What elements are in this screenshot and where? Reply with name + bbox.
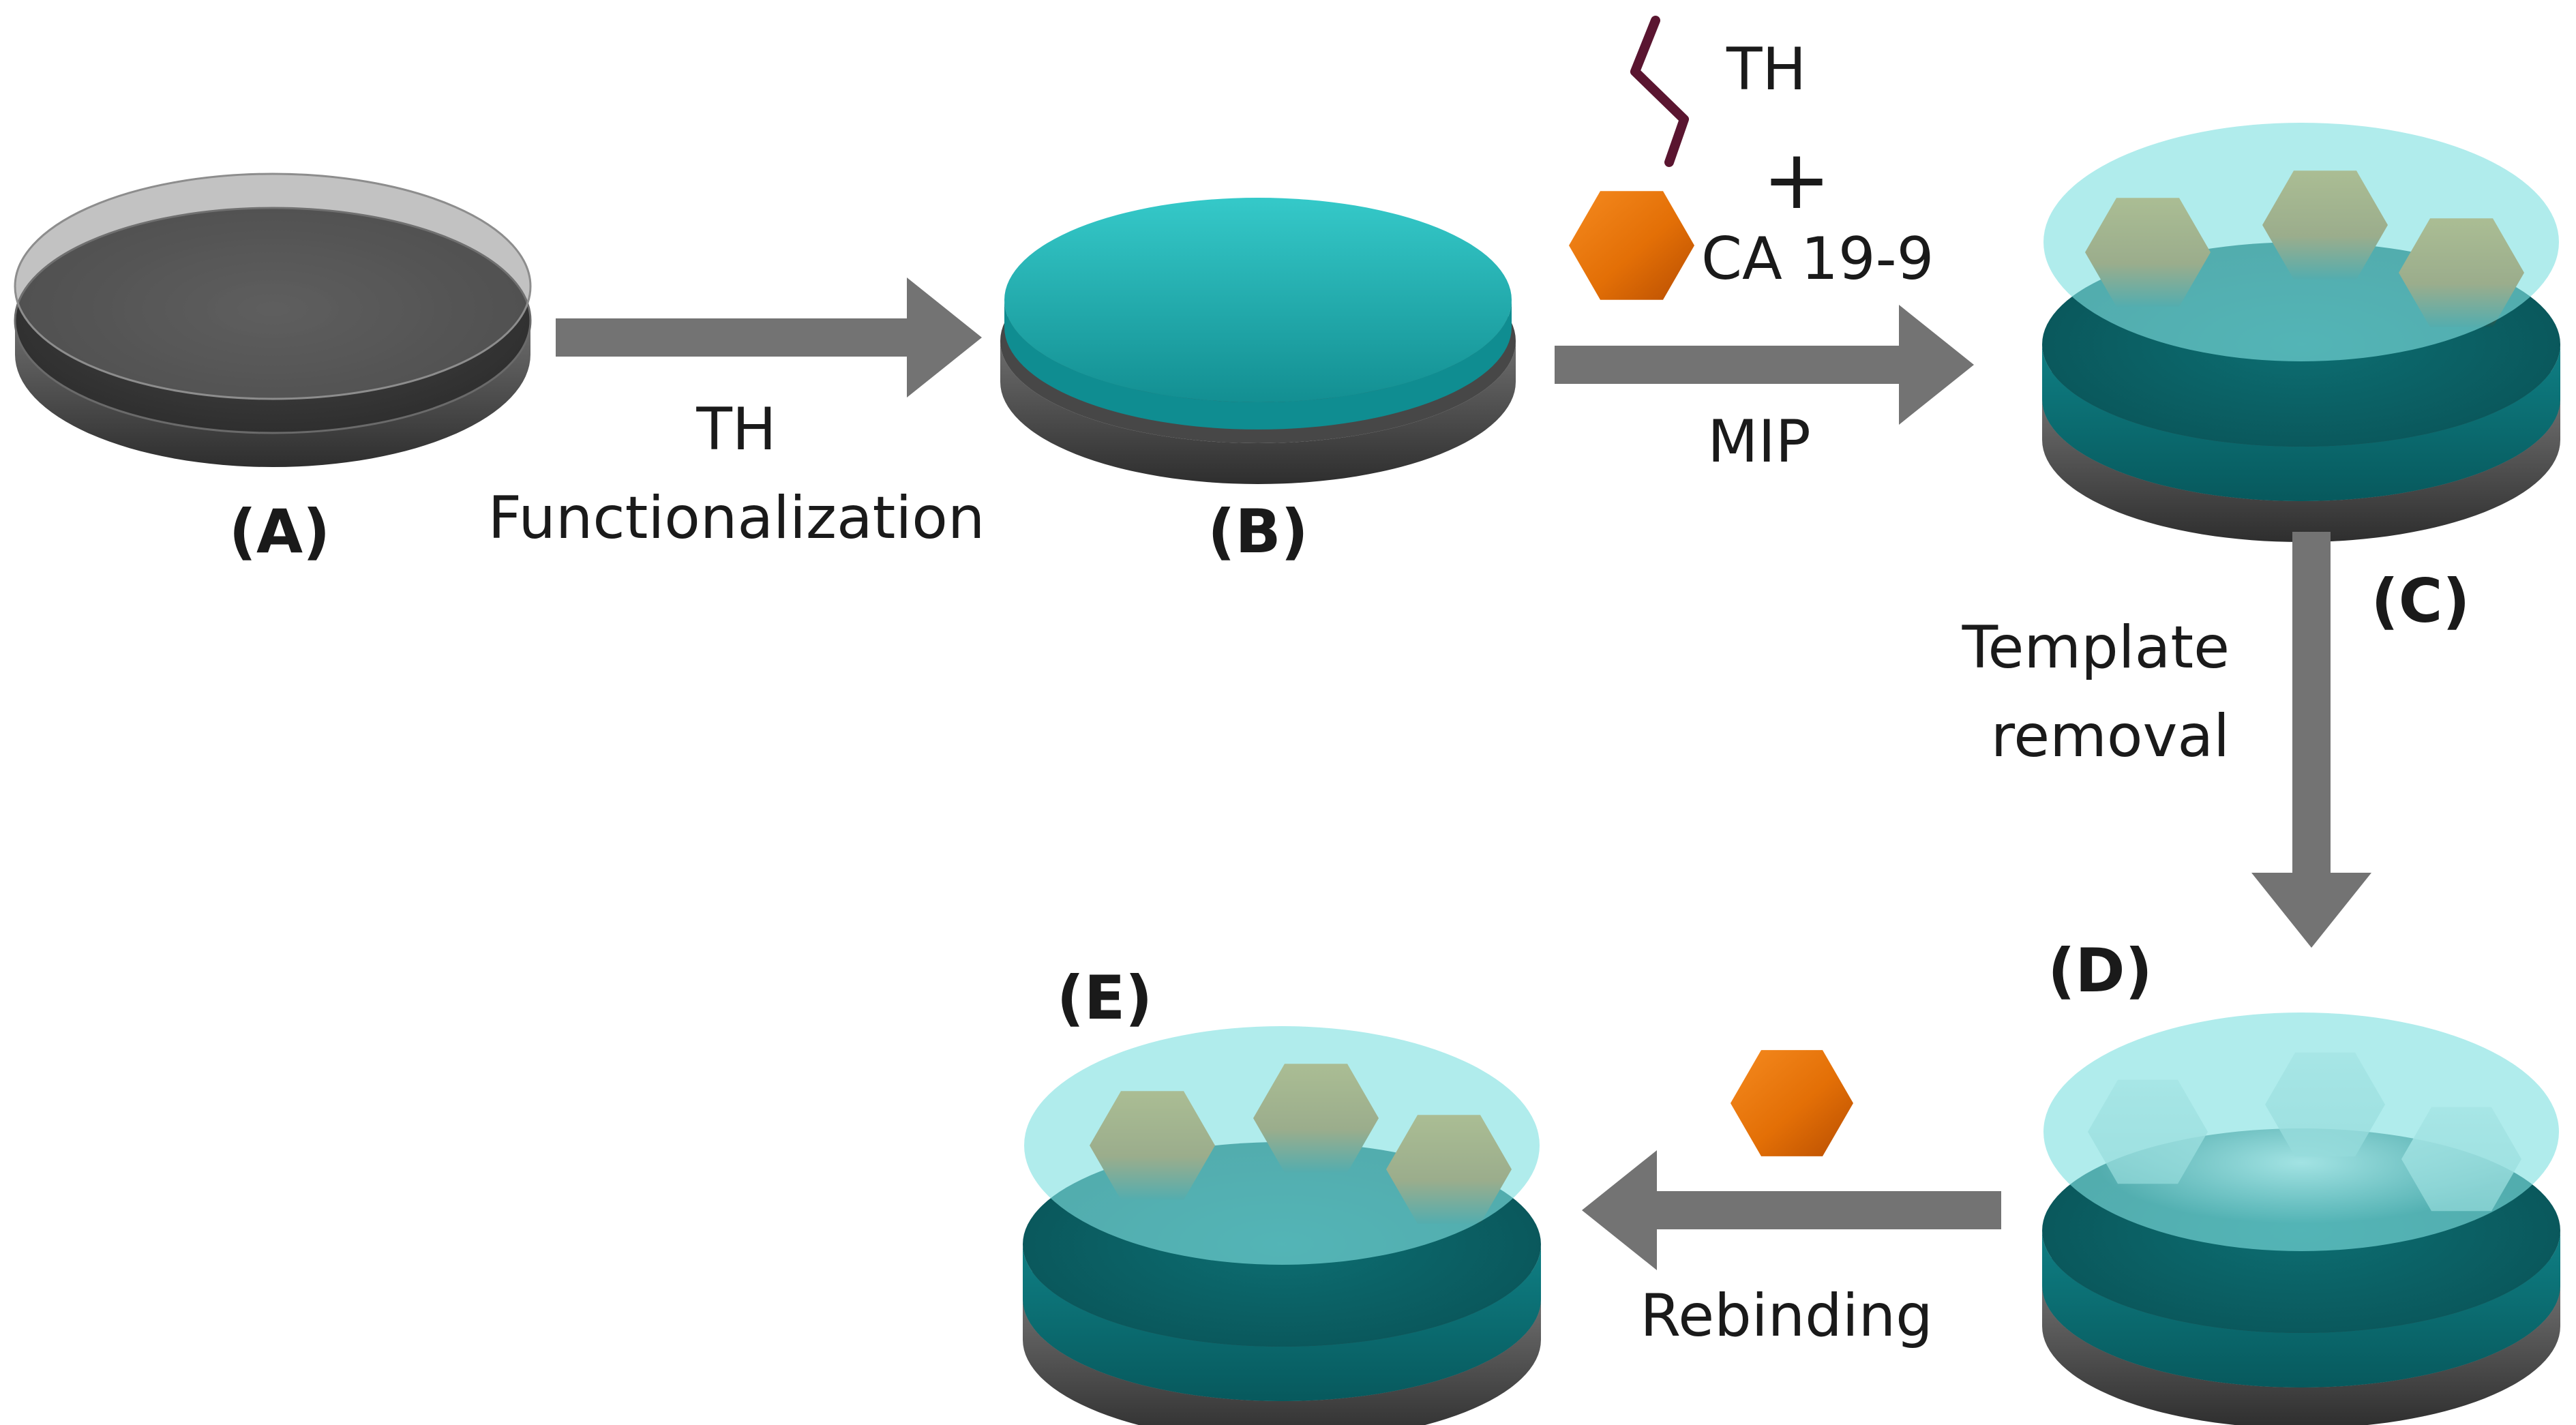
ca199-hexagon-icon [1569,191,1694,300]
arrow-template-removal [2251,532,2371,948]
stage-label-a: (A) [228,496,331,567]
functionalization-caption-line1: TH [696,395,777,464]
electrode-e [1023,1026,1541,1425]
mip-caption: MIP [1707,408,1811,476]
template-removal-line1: Template [1962,614,2230,682]
template-removal-line2: removal [1990,702,2230,770]
rebinding-ca199-hexagon-icon [1731,1050,1853,1156]
reagent-plus-sign: + [1762,133,1831,228]
stage-label-d: (D) [2048,935,2153,1006]
electrode-c-base-side [2042,399,2560,542]
stage-label-b: (B) [1208,496,1308,567]
electrode-d [2042,1012,2560,1425]
electrode-b-layer-side [1004,300,1512,430]
reagent-ca199-label: CA 19-9 [1701,225,1934,293]
electrode-b-base-side [1000,341,1516,484]
electrode-e-film [1024,1026,1540,1265]
electrode-b-layer-top [1004,198,1512,402]
arrow-functionalization [556,278,982,397]
arrow-mip [1555,305,1974,425]
reagent-th-label: TH [1726,35,1807,104]
electrode-b [1000,198,1516,484]
electrode-c [2042,123,2560,542]
electrode-d-base-side [2042,1285,2560,1425]
electrode-a-top [14,207,532,434]
electrode-c-layer-side [2042,344,2560,501]
electrode-d-layer-side [2042,1231,2560,1388]
arrow-rebinding [1582,1150,2001,1270]
rebinding-caption: Rebinding [1640,1282,1933,1350]
electrode-a-side [15,320,530,467]
electrode-d-film [2043,1012,2559,1251]
stage-label-c: (C) [2371,566,2470,636]
electrode-e-base-side [1023,1299,1541,1425]
stage-label-e: (E) [1056,963,1153,1033]
electrode-a-film [14,172,532,400]
electrode-c-film [2043,123,2559,361]
electrode-e-layer-side [1023,1244,1541,1401]
th-monomer-chain-icon [1630,16,1689,167]
functionalization-caption-line2: Functionalization [488,484,985,552]
electrode-a [14,172,532,467]
